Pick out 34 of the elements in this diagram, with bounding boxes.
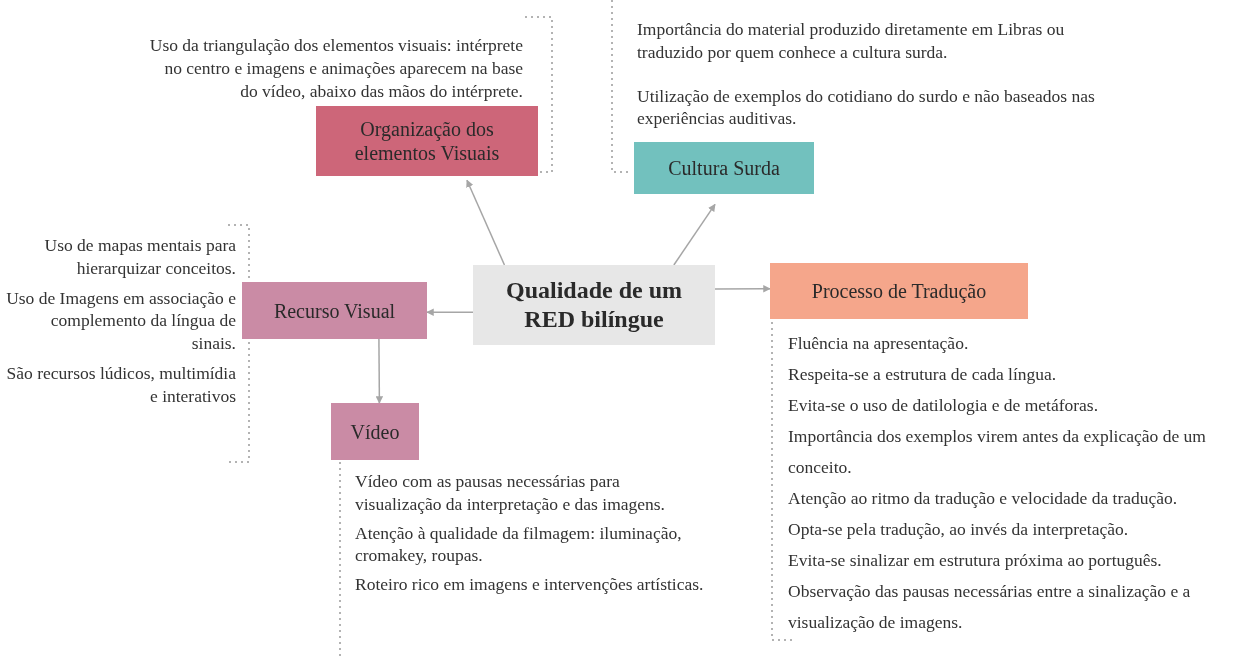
arrow (714, 285, 771, 293)
note-text: Utilização de exemplos do cotidiano do surdo e não baseados nas experiências auditivas. (637, 84, 1096, 130)
note-text: Fluência na apresentação. (788, 332, 970, 355)
note-text: Atenção ao ritmo da tradução e velocidade da tradução. (788, 487, 1179, 510)
topic-box (634, 142, 814, 194)
topic-label: Cultura Surda (668, 156, 780, 180)
topic-label: Recurso Visual (273, 298, 396, 323)
topic-box (770, 263, 1028, 319)
note-text: Respeita-se a estrutura de cada língua. (788, 363, 1058, 386)
topic-box (473, 265, 715, 345)
arrow (426, 308, 474, 316)
note-text: São recursos lúdicos, multimídia e interativos (6, 361, 236, 408)
note-text: Observação das pausas necessárias entre a sinalização e a visualização de imagens. (788, 580, 1192, 634)
arrow (673, 203, 716, 266)
note-text: Opta-se pela tradução, ao invés da interpretação. (788, 518, 1130, 541)
note-text: Uso de Imagens em associação e complemento da língua de sinais. (6, 286, 236, 355)
note-text: Atenção à qualidade da filmagem: iluminação, cromakey, roupas. (355, 521, 683, 567)
topic-box (331, 403, 419, 460)
note-text: Evita-se o uso de datilologia e de metáforas. (788, 394, 1100, 417)
topic-label: Processo de Tradução (811, 279, 987, 303)
note-text: Importância dos exemplos virem antes da explicação de um conceito. (788, 425, 1207, 479)
topic-box (242, 282, 427, 339)
topic-label: Qualidade de um RED bilíngue (504, 276, 683, 334)
note-text: Vídeo com as pausas necessárias para visualização da interpretação e das imagens. (355, 470, 666, 516)
topic-box (316, 106, 538, 176)
note-text: Uso de mapas mentais para hierarquizar conceitos. (43, 234, 236, 280)
note-text: Roteiro rico em imagens e intervenções artísticas. (355, 573, 705, 596)
arrow (375, 338, 384, 404)
arrow (466, 179, 506, 266)
topic-label: Vídeo (350, 419, 400, 444)
topic-label: Organização dos elementos Visuais (353, 117, 501, 165)
note-text: Evita-se sinalizar em estrutura próxima ao português. (788, 549, 1163, 572)
note-text: Importância do material produzido diretamente em Libras ou traduzido por quem conhece a cultura surda. (637, 18, 1066, 64)
note-text: Uso da triangulação dos elementos visuais: intérprete no centro e imagens e animações aparecem na base do vídeo, abaixo das mãos do intérprete. (148, 34, 523, 103)
